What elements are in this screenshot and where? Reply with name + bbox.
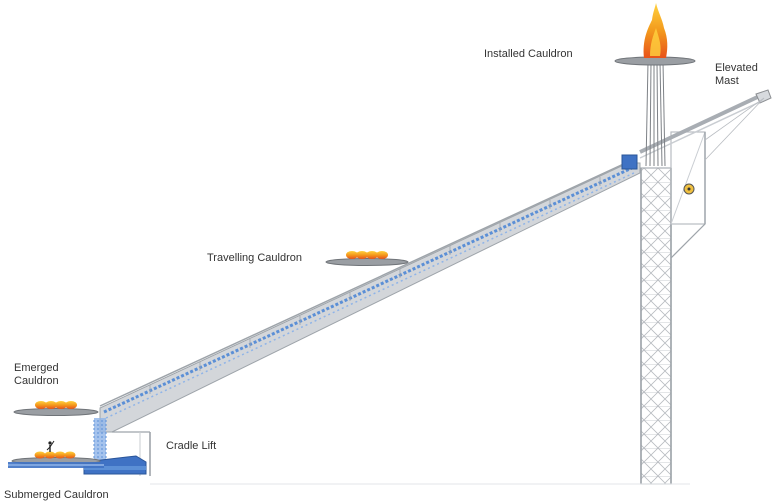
label-elevated-line1: Elevated	[715, 62, 758, 74]
emerged-flame-icon	[35, 401, 77, 409]
label-submerged-cauldron: Submerged Cauldron	[4, 489, 109, 501]
label-elevated-line2: Mast	[715, 75, 739, 87]
label-emerged-cauldron: Emerged Cauldron	[14, 362, 59, 388]
torch-bearer-icon	[46, 440, 55, 452]
submerged-cauldron	[8, 440, 104, 468]
water-channel	[103, 165, 635, 414]
top-block	[621, 154, 638, 170]
support-cables	[645, 61, 666, 167]
label-travelling-cauldron: Travelling Cauldron	[207, 252, 302, 264]
lattice-tower	[640, 131, 706, 485]
main-ramp	[99, 154, 641, 433]
travelling-flame-icon	[346, 251, 388, 259]
travelling-cauldron	[325, 251, 409, 266]
label-cradle-lift: Cradle Lift	[166, 440, 217, 452]
installed-cauldron	[614, 3, 696, 167]
label-emerged-line2: Cauldron	[14, 375, 59, 387]
cradle-lift	[83, 418, 151, 476]
elevated-mast	[639, 89, 772, 161]
label-emerged-line1: Emerged	[14, 362, 59, 374]
submerged-flame-icon	[34, 451, 76, 459]
label-elevated-mast: Elevated Mast	[715, 62, 758, 88]
emerged-cauldron	[13, 401, 99, 416]
installed-dish	[614, 56, 696, 66]
label-installed-cauldron: Installed Cauldron	[484, 48, 573, 60]
